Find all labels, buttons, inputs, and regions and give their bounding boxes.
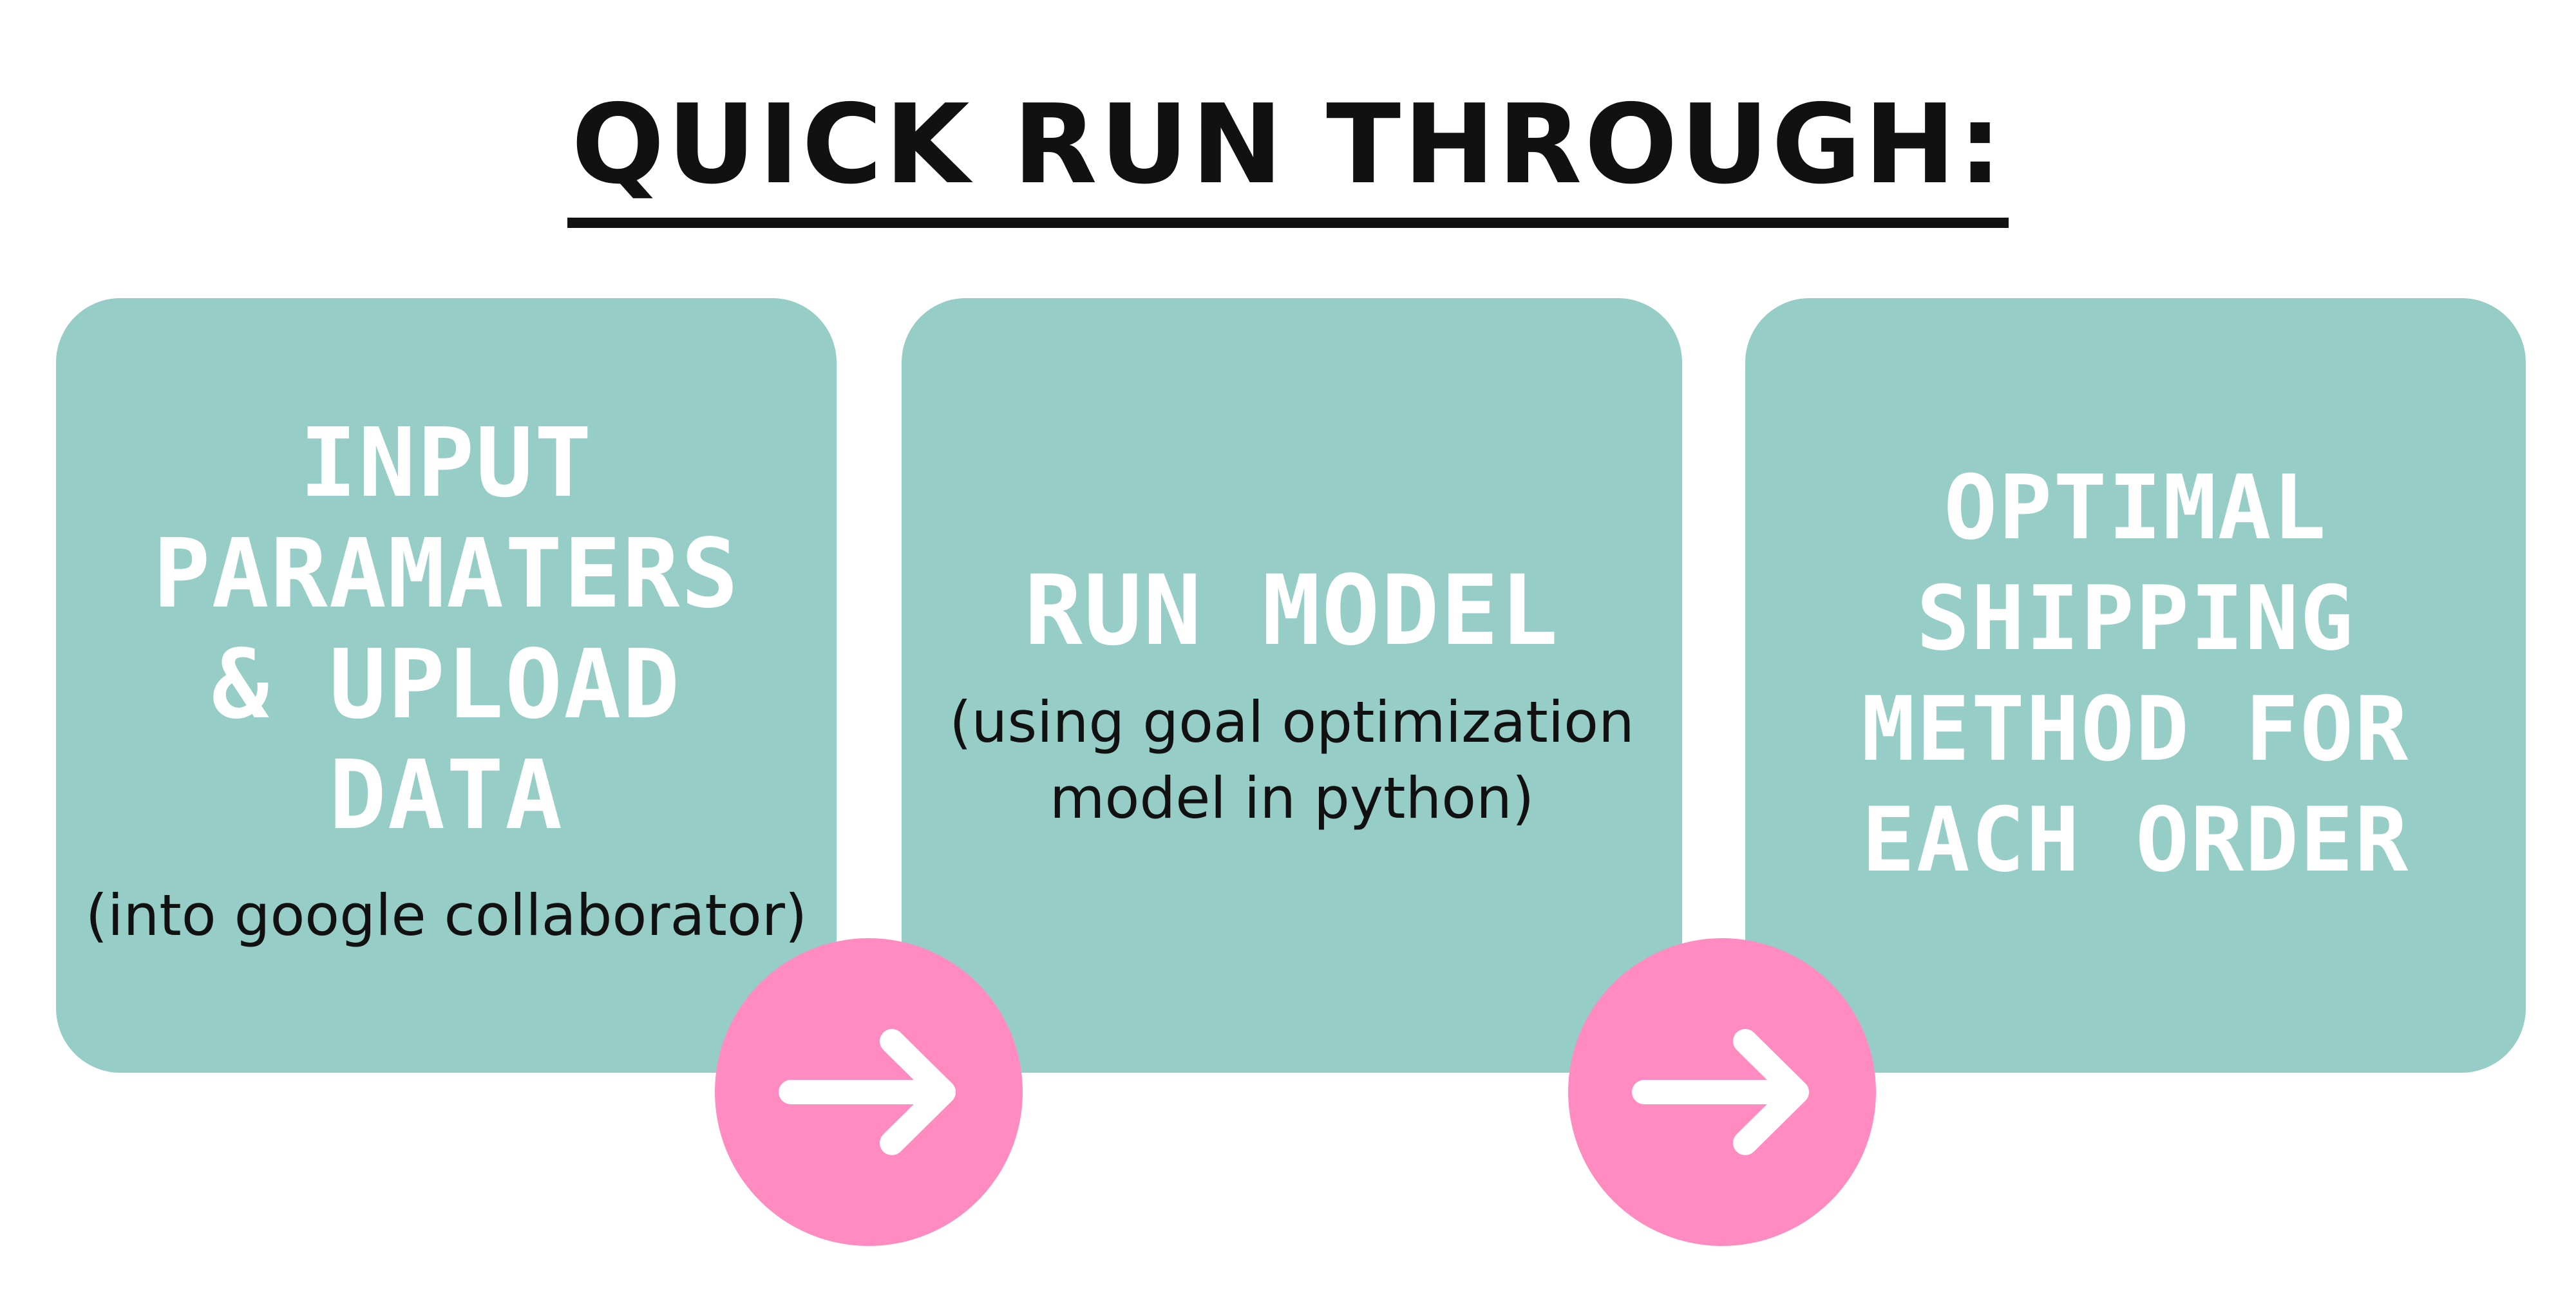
step-heading-line: INPUT: [299, 408, 593, 518]
step-heading-line: EACH ORDER: [1861, 788, 2410, 892]
step-heading-line: RUN MODEL: [1024, 555, 1560, 667]
arrow-right-icon: [779, 1029, 956, 1155]
page-title: QUICK RUN THROUGH:: [0, 84, 2576, 228]
step-card-input: INPUT PARAMATERS & UPLOAD DATA (into goo…: [56, 298, 837, 1073]
step-subtext-line: (into google collaborator): [85, 882, 808, 948]
arrow-right-icon: [1632, 1029, 1809, 1155]
step-heading: INPUT PARAMATERS & UPLOAD DATA: [56, 408, 837, 851]
step-subtext-line: model in python): [1049, 765, 1535, 831]
step-heading-line: OPTIMAL: [1944, 456, 2327, 560]
step-card-output: OPTIMAL SHIPPING METHOD FOR EACH ORDER: [1745, 298, 2526, 1073]
step-heading: RUN MODEL: [902, 556, 1682, 666]
step-heading: OPTIMAL SHIPPING METHOD FOR EACH ORDER: [1745, 453, 2526, 896]
step-heading-line: & UPLOAD: [211, 629, 681, 740]
step-connector-2: [1568, 938, 1876, 1246]
step-heading-line: DATA: [328, 740, 564, 851]
step-card-run-model: RUN MODEL (using goal optimization model…: [902, 298, 1682, 1073]
step-subtext: (into google collaborator): [56, 878, 837, 954]
step-subtext-line: (using goal optimization: [949, 689, 1634, 755]
step-heading-line: SHIPPING: [1916, 567, 2355, 670]
step-heading-line: PARAMATERS: [153, 518, 740, 629]
page-title-text: QUICK RUN THROUGH:: [567, 84, 2009, 228]
step-subtext: (using goal optimization model in python…: [902, 684, 1682, 836]
step-heading-line: METHOD FOR: [1861, 677, 2410, 781]
step-connector-1: [715, 938, 1023, 1246]
